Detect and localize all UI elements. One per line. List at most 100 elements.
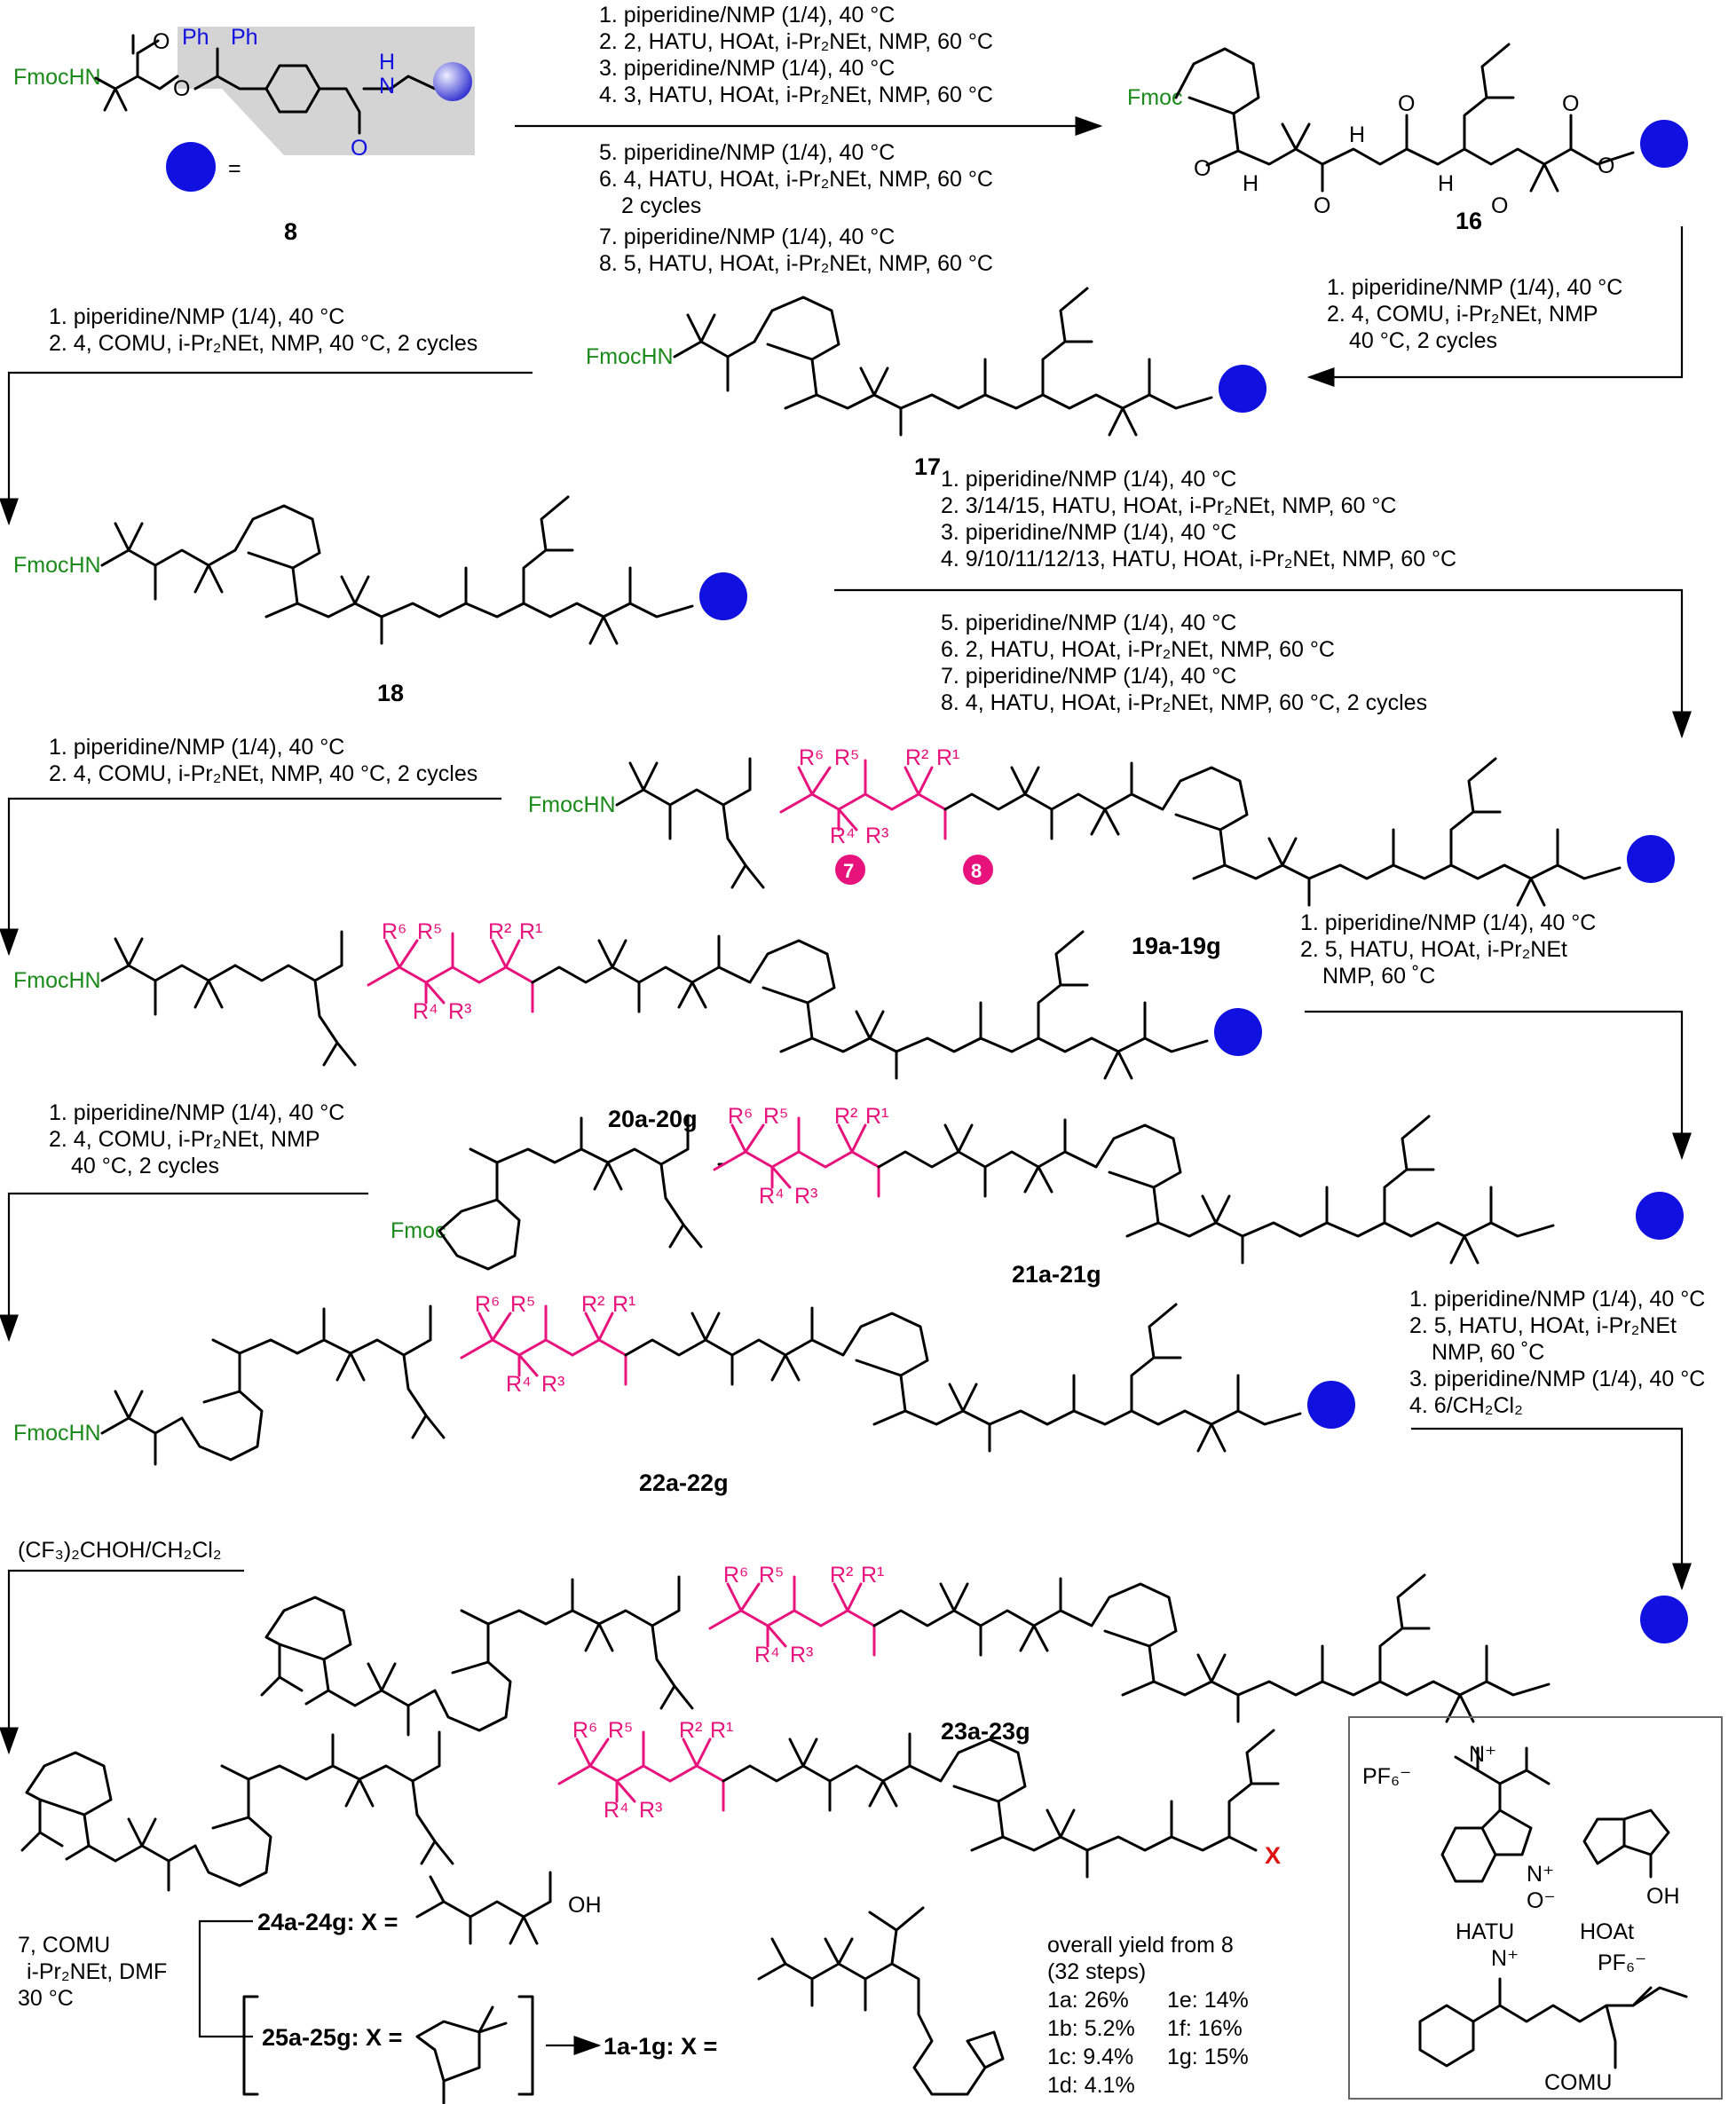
conditions-step6: 1. piperidine/NMP (1/4), 40 °C 2. 5, HAT… [1300,910,1596,989]
svg-text:O: O [1598,154,1614,178]
svg-text:R⁵: R⁵ [834,745,859,770]
svg-text:2. 3/14/15, HATU, HOAt, i-Pr₂N: 2. 3/14/15, HATU, HOAt, i-Pr₂NEt, NMP, 6… [941,493,1396,518]
arrow-19-20 [0,797,501,957]
svg-text:R⁴: R⁴ [604,1798,629,1823]
svg-text:NMP, 60 ˚C: NMP, 60 ˚C [1432,1340,1544,1365]
svg-text:7. piperidine/NMP (1/4), 40 °C: 7. piperidine/NMP (1/4), 40 °C [941,664,1236,689]
svg-text:R³: R³ [639,1798,662,1823]
x-group-panel: 7, COMU i-Pr₂NEt, DMF 30 °C 24a-24g: X =… [18,1871,1005,2104]
svg-text:HOAt: HOAt [1580,1919,1634,1944]
svg-text:R⁴: R⁴ [413,999,438,1024]
svg-text:1e: 14%: 1e: 14% [1167,1988,1249,2013]
reagent-box: PF₆⁻ N⁺ N⁺ O⁻ HATU OH HOAt N⁺ PF₆⁻ COMU [1348,1716,1723,2100]
svg-text:2. 2, HATU, HOAt, i-Pr₂NEt, NM: 2. 2, HATU, HOAt, i-Pr₂NEt, NMP, 60 °C [599,29,993,54]
conditions-step5: 1. piperidine/NMP (1/4), 40 °C 2. 4, COM… [49,735,477,786]
svg-text:7, COMU: 7, COMU [18,1933,110,1958]
svg-text:8: 8 [284,218,297,245]
svg-text:1a-1g: X =: 1a-1g: X = [604,2033,717,2060]
arrow-22-23 [1411,1427,1692,1591]
compound-22: FmocHN R⁶ R⁵ R² R¹ R⁴ R³ 22a-22g [13,1292,1355,1496]
svg-text:21a-21g: 21a-21g [1012,1261,1101,1288]
svg-text:R⁶: R⁶ [572,1718,597,1743]
svg-text:R⁵: R⁵ [510,1292,535,1317]
svg-text:FmocHN: FmocHN [13,968,101,993]
svg-text:25a-25g: X =: 25a-25g: X = [262,2024,402,2051]
svg-text:8. 5, HATU, HOAt, i-Pr₂NEt, NM: 8. 5, HATU, HOAt, i-Pr₂NEt, NMP, 60 °C [599,251,993,276]
svg-text:R⁴: R⁴ [506,1372,532,1397]
svg-text:2. 5, HATU, HOAt, i-Pr₂NEt: 2. 5, HATU, HOAt, i-Pr₂NEt [1300,937,1567,962]
svg-text:2. 4, COMU, i-Pr₂NEt, NMP: 2. 4, COMU, i-Pr₂NEt, NMP [1327,302,1598,327]
svg-text:1c: 9.4%: 1c: 9.4% [1047,2045,1133,2069]
svg-text:Ph: Ph [231,25,258,50]
svg-text:R⁴: R⁴ [754,1643,780,1667]
svg-text:R²: R² [834,1104,857,1129]
svg-text:N: N [379,74,395,99]
svg-text:O: O [1491,193,1508,218]
svg-text:1d: 4.1%: 1d: 4.1% [1047,2073,1135,2098]
svg-text:1a: 26%: 1a: 26% [1047,1988,1129,2013]
conditions-step2: 1. piperidine/NMP (1/4), 40 °C 2. 4, COM… [1327,275,1622,353]
compound-16: Fmoc O H O H O H O O O 16 [1127,43,1688,234]
svg-text:R¹: R¹ [865,1104,888,1129]
svg-text:1. piperidine/NMP (1/4), 40 °C: 1. piperidine/NMP (1/4), 40 °C [49,304,344,329]
svg-text:2. 4, COMU, i-Pr₂NEt, NMP: 2. 4, COMU, i-Pr₂NEt, NMP [49,1127,320,1152]
svg-text:R⁶: R⁶ [723,1563,748,1588]
svg-text:2. 4, COMU, i-Pr₂NEt, NMP, 40: 2. 4, COMU, i-Pr₂NEt, NMP, 40 °C, 2 cycl… [49,331,477,356]
svg-text:Fmoc: Fmoc [391,1218,446,1243]
svg-text:5. piperidine/NMP (1/4), 40 °C: 5. piperidine/NMP (1/4), 40 °C [941,611,1236,635]
conditions-step4: 1. piperidine/NMP (1/4), 40 °C 2. 3/14/1… [941,467,1456,715]
svg-text:R¹: R¹ [710,1718,733,1743]
svg-text:overall yield from 8: overall yield from 8 [1047,1933,1234,1958]
svg-text:2 cycles: 2 cycles [621,193,701,218]
svg-text:1. piperidine/NMP (1/4), 40 °C: 1. piperidine/NMP (1/4), 40 °C [49,735,344,760]
svg-text:O: O [153,29,170,54]
svg-text:1. piperidine/NMP (1/4), 40 °C: 1. piperidine/NMP (1/4), 40 °C [1409,1287,1705,1312]
svg-text:(32 steps): (32 steps) [1047,1959,1146,1984]
fmoc-label: FmocHN [13,65,101,90]
svg-text:1. piperidine/NMP (1/4), 40 °C: 1. piperidine/NMP (1/4), 40 °C [1300,910,1596,935]
svg-text:R⁶: R⁶ [799,745,824,770]
svg-text:R⁵: R⁵ [763,1104,788,1129]
svg-text:COMU: COMU [1544,2070,1612,2095]
svg-text:FmocHN: FmocHN [528,792,616,817]
svg-text:2. 4, COMU, i-Pr₂NEt, NMP, 40: 2. 4, COMU, i-Pr₂NEt, NMP, 40 °C, 2 cycl… [49,761,477,786]
svg-text:40 °C, 2 cycles: 40 °C, 2 cycles [71,1154,219,1178]
svg-text:FmocHN: FmocHN [13,1421,101,1446]
svg-text:N⁺: N⁺ [1491,1946,1519,1971]
svg-text:O: O [173,76,190,101]
svg-text:R²: R² [679,1718,702,1743]
yield-table: overall yield from 8 (32 steps) 1a: 26% … [1047,1933,1249,2098]
conditions-step1: 1. piperidine/NMP (1/4), 40 °C 2. 2, HAT… [599,3,993,276]
svg-text:17: 17 [914,453,941,480]
svg-text:FmocHN: FmocHN [586,344,674,369]
svg-text:R¹: R¹ [861,1563,884,1588]
svg-text:R²: R² [488,919,511,944]
svg-text:R¹: R¹ [936,745,959,770]
svg-text:H: H [1243,171,1259,196]
svg-text:4. 9/10/11/12/13, HATU, HOAt,: 4. 9/10/11/12/13, HATU, HOAt, i-Pr₂NEt, … [941,547,1456,571]
svg-text:R²: R² [830,1563,853,1588]
svg-text:HATU: HATU [1456,1919,1514,1944]
svg-text:3. piperidine/NMP (1/4), 40 °C: 3. piperidine/NMP (1/4), 40 °C [941,520,1236,545]
svg-text:i-Pr₂NEt, DMF: i-Pr₂NEt, DMF [27,1959,167,1984]
svg-text:R⁴: R⁴ [830,823,856,848]
svg-text:R³: R³ [541,1372,564,1397]
svg-text:7. piperidine/NMP (1/4), 40 °C: 7. piperidine/NMP (1/4), 40 °C [599,225,895,249]
svg-text:6. 2, HATU, HOAt, i-Pr₂NEt, NM: 6. 2, HATU, HOAt, i-Pr₂NEt, NMP, 60 °C [941,637,1335,662]
compound-24: X R⁶ R⁵ R² R¹ R⁴ R³ [20,1718,1281,1892]
compound-21: Fmoc R⁶ R⁵ R² R¹ R⁴ R³ 21a-21g [391,1104,1684,1288]
svg-text:X: X [1265,1842,1281,1869]
svg-text:R⁵: R⁵ [608,1718,633,1743]
svg-text:5. piperidine/NMP (1/4), 40 °C: 5. piperidine/NMP (1/4), 40 °C [599,140,895,165]
svg-text:N⁺: N⁺ [1469,1742,1496,1767]
svg-text:R⁵: R⁵ [417,919,442,944]
arrow-23-24 [0,1569,244,1755]
svg-text:8: 8 [971,860,982,882]
svg-text:Fmoc: Fmoc [1127,85,1183,110]
compound-19: FmocHN 7 8 R⁶ R⁵ R² R¹ R⁴ R³ 19a-19g [528,745,1675,959]
svg-text:R³: R³ [790,1643,813,1667]
svg-text:R²: R² [581,1292,604,1317]
compound-17: FmocHN 17 [586,287,1266,480]
svg-text:1. piperidine/NMP (1/4), 40 °C: 1. piperidine/NMP (1/4), 40 °C [49,1100,344,1125]
svg-text:H: H [1438,171,1454,196]
